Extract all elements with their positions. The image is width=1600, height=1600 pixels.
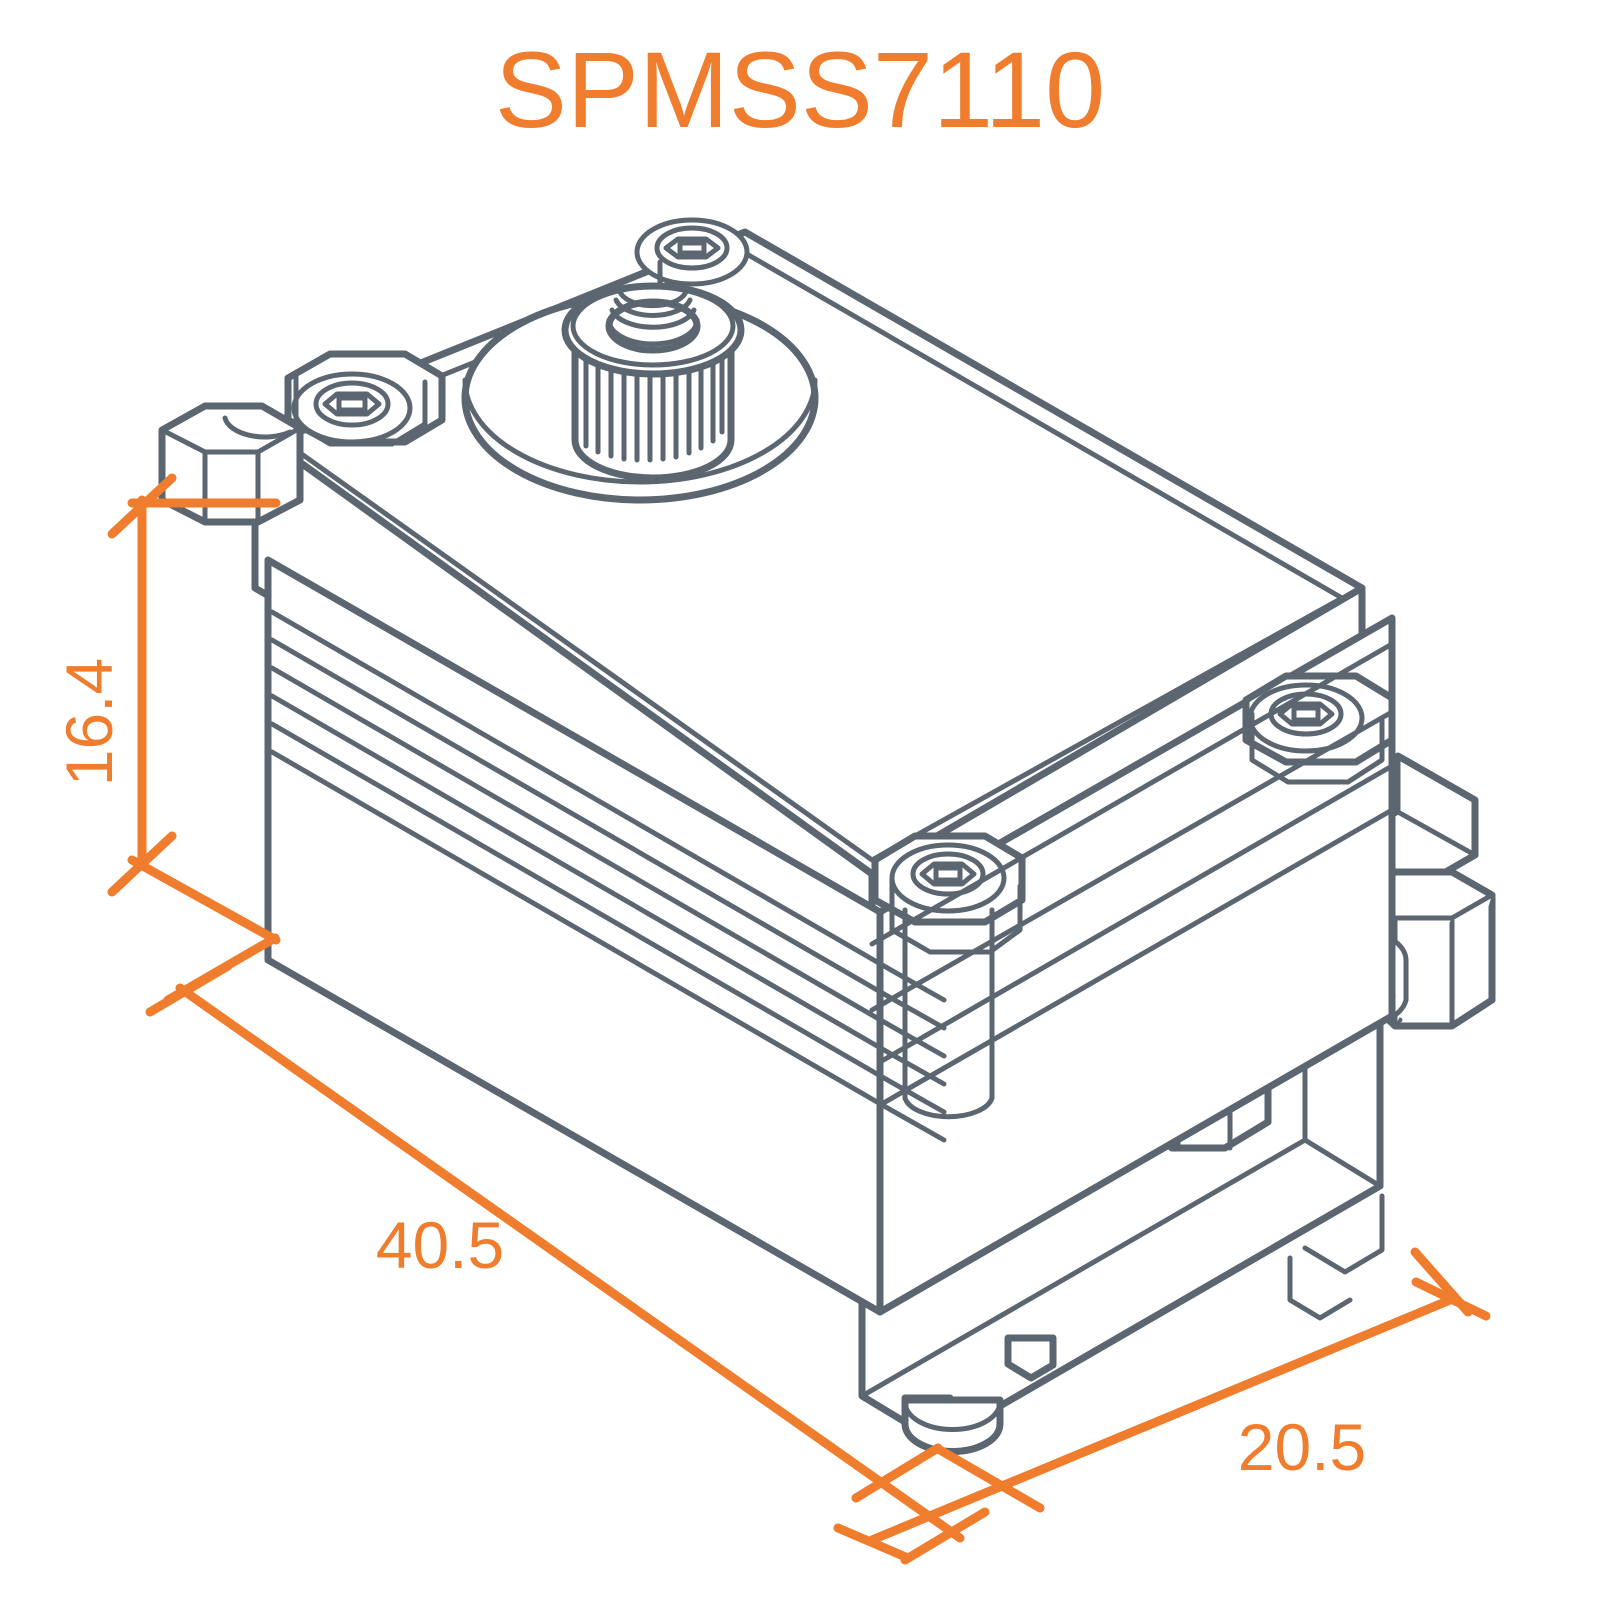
page-title: SPMSS7110	[494, 29, 1106, 150]
case-side-body	[264, 556, 1396, 1316]
servo-body	[158, 217, 1496, 1455]
dimension-height-label: 16.4	[52, 658, 126, 786]
splined-output-shaft	[561, 282, 745, 482]
screw-boss-top-rear	[634, 217, 750, 309]
screw-boss-right-rear	[1242, 672, 1396, 785]
dimension-height: 16.4	[52, 473, 281, 945]
dimension-length-label: 40.5	[376, 1208, 504, 1282]
heat-sink-fins	[265, 597, 947, 1143]
dimension-width: 20.5	[833, 1247, 1491, 1563]
dimension-length: 40.5	[145, 933, 1045, 1565]
screw-boss-center	[871, 832, 1026, 1120]
case-parting-lines	[869, 641, 1395, 1013]
screw-boss-top-left	[284, 350, 446, 447]
dimension-width-label: 20.5	[1238, 1410, 1366, 1484]
